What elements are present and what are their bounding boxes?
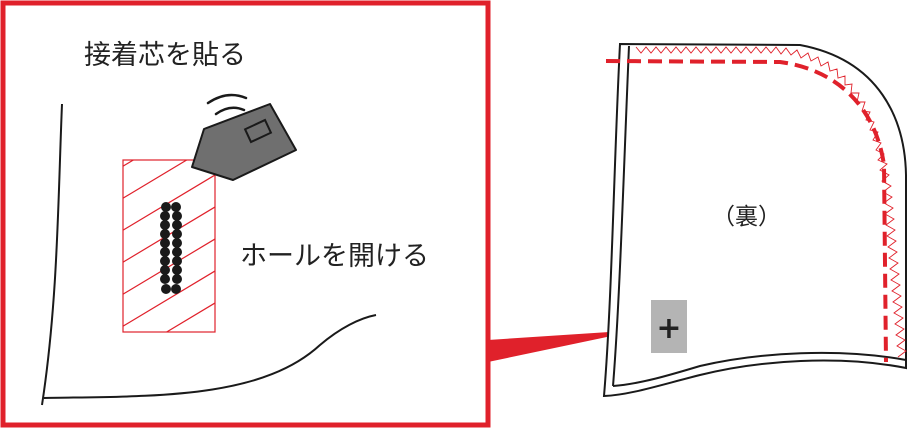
buttonhole-stitch [160, 202, 182, 294]
seam-line [605, 59, 888, 363]
step-buttonhole-label: ホールを開ける [240, 241, 429, 272]
fabric-piece: （裏） + [602, 42, 907, 398]
interfacing-patch [122, 159, 216, 333]
fabric-hem-inner [612, 351, 907, 387]
fabric-edge [41, 103, 63, 406]
iron-icon [191, 103, 297, 181]
reverse-side-label: （裏） [712, 204, 781, 230]
detail-callout: 接着芯を貼る [0, 0, 640, 428]
step-interfacing-label: 接着芯を貼る [84, 40, 246, 71]
buttonhole-marker: + [651, 300, 687, 353]
zigzag-stitch [635, 46, 907, 358]
callout-frame [0, 0, 491, 428]
fabric-hem [43, 314, 377, 399]
buttonhole-mark-glyph: + [656, 311, 681, 346]
steam-icon [206, 93, 248, 116]
callout-pointer [488, 330, 640, 362]
fabric-outline-inner [612, 45, 630, 387]
